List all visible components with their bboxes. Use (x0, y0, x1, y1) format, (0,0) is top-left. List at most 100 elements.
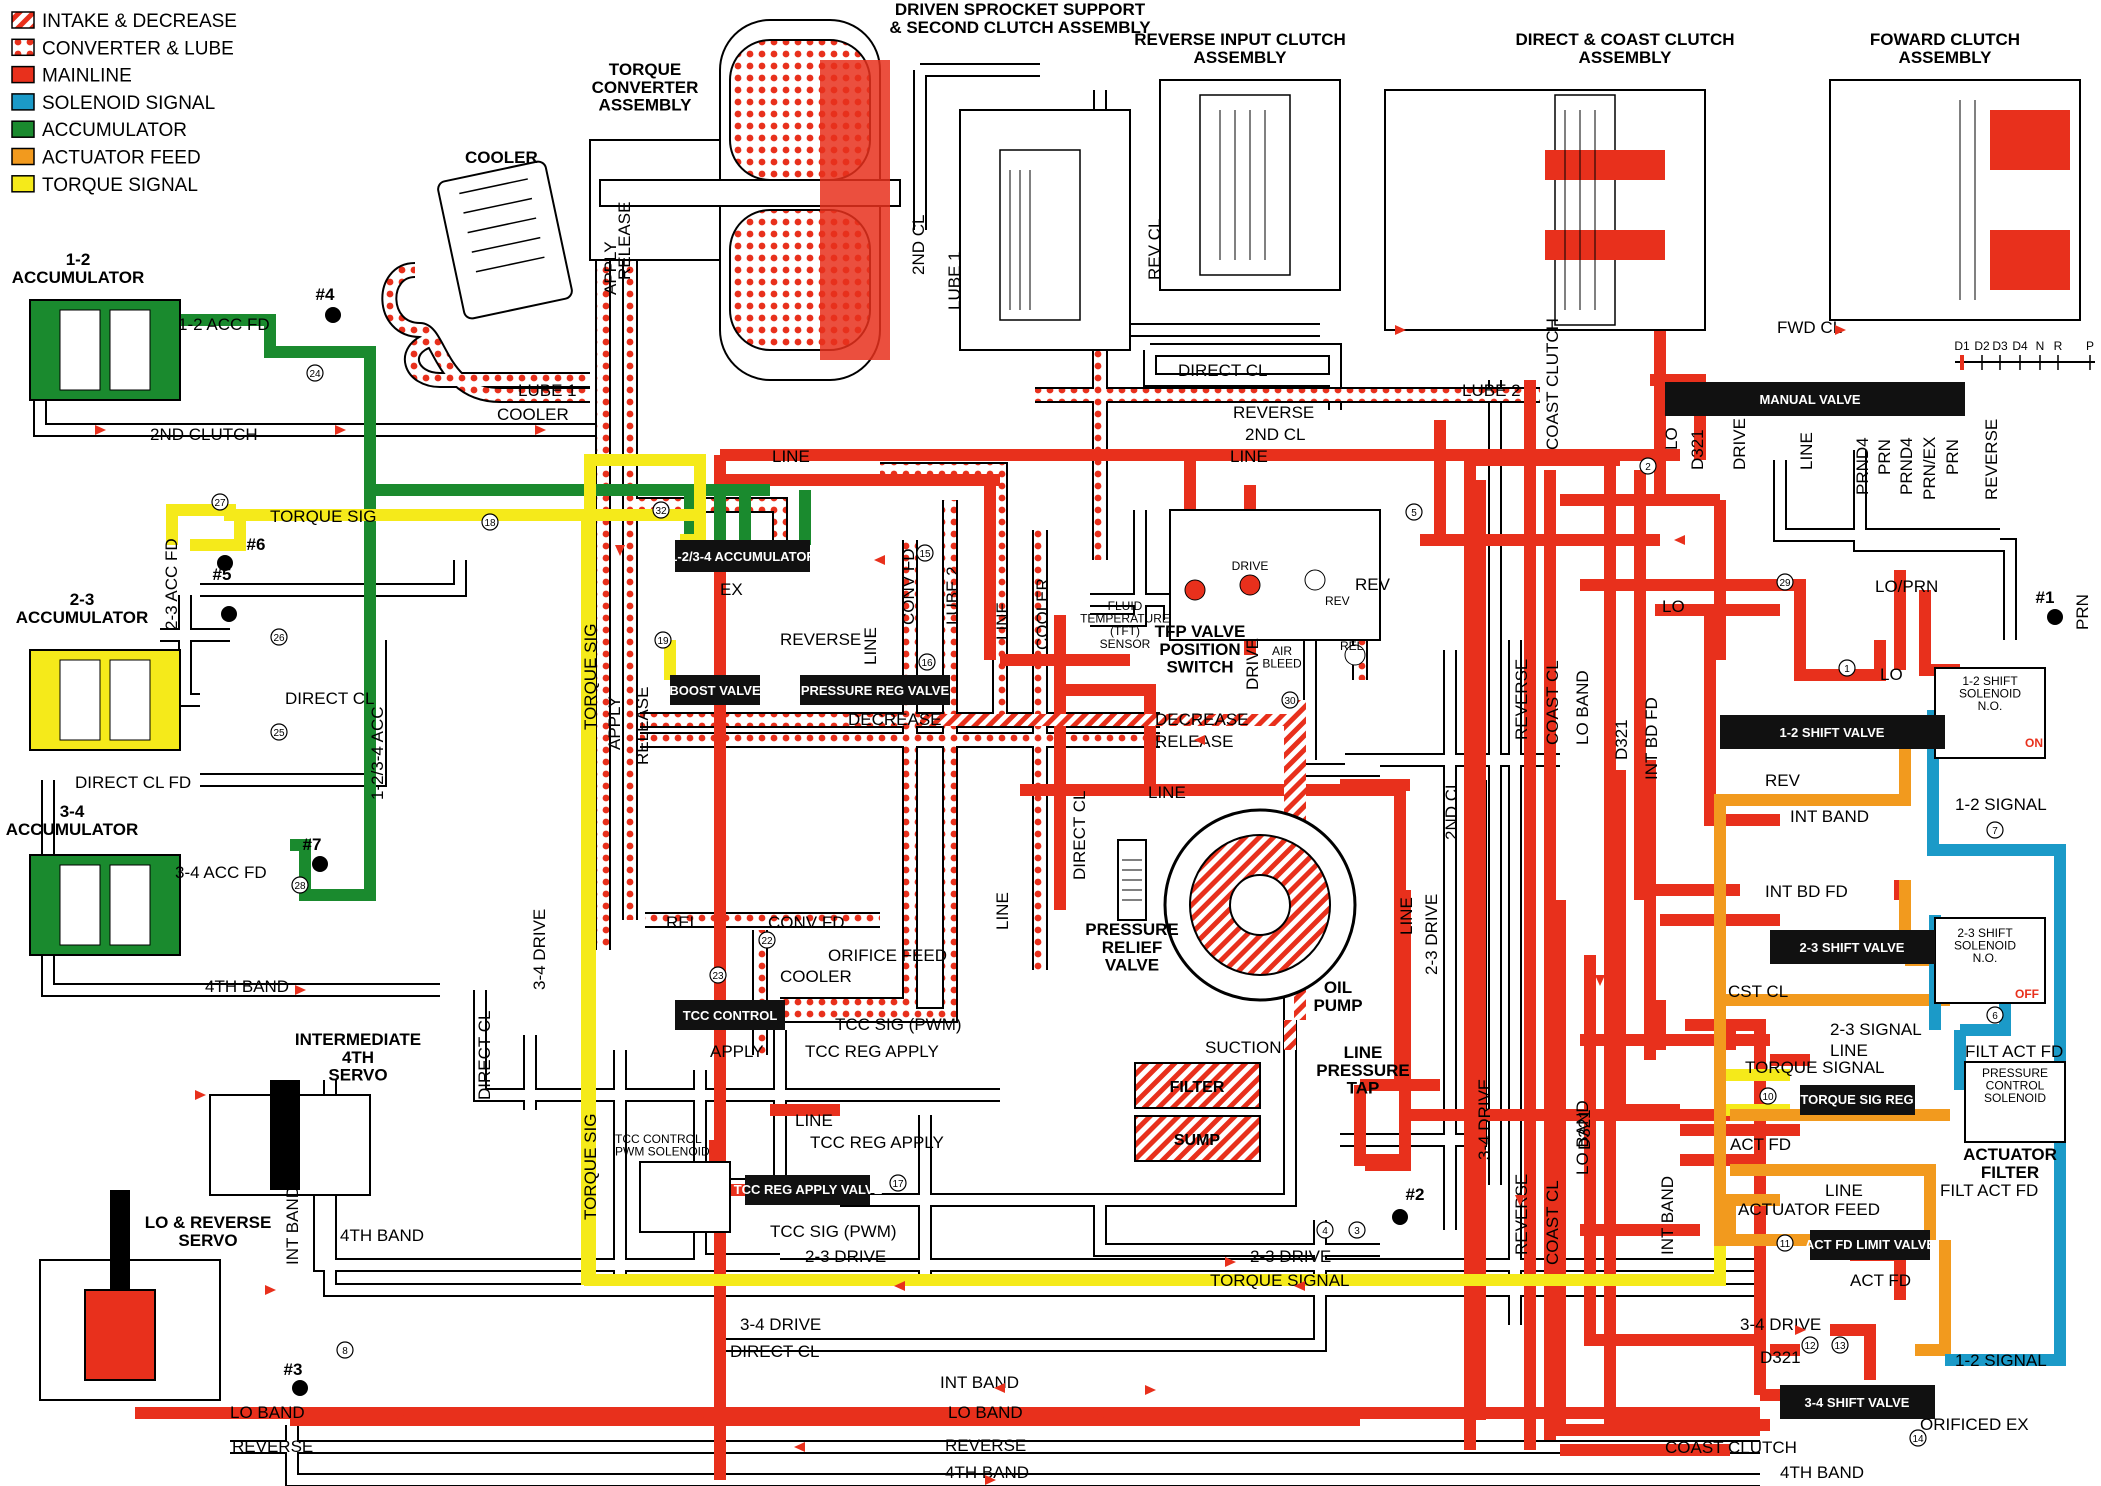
flow-arrow (694, 1408, 705, 1418)
vlbl-line-a: LINE (993, 602, 1012, 640)
orifice-number: 22 (761, 936, 773, 947)
lbl-reverse-top: REVERSE (1233, 403, 1314, 422)
flow-arrow (1674, 535, 1685, 545)
lbl-line-tcc: LINE (795, 1111, 833, 1130)
orifice: 13 (1831, 1336, 1849, 1354)
orifice-number: 15 (919, 549, 931, 560)
vlbl-coast-clutch: COAST CLUTCH (1543, 318, 1562, 450)
manual-position-d1: D1 (1954, 339, 1970, 353)
vlbl-cooler: COOLER (1033, 578, 1052, 650)
checkball: #1 (2036, 588, 2063, 625)
tfp-valve-position-switch (1169, 509, 1381, 666)
vlbl-drive-m: DRIVE (1730, 418, 1749, 470)
converter-lube-fill (383, 150, 1540, 1055)
orifice-number: 6 (1992, 1011, 1998, 1022)
orifice: 17 (889, 1174, 907, 1192)
lbl-tcc-sig-b: TCC SIG (PWM) (770, 1222, 897, 1241)
lbl-cooler: COOLER (497, 405, 569, 424)
orifice-number: 12 (1804, 1341, 1816, 1352)
orifice: 14 (1909, 1429, 1927, 1447)
vlbl-d321: D321 (1612, 719, 1631, 760)
lbl-acc12-fd: 1-2 ACC FD (178, 315, 270, 334)
lbl-reverse-mid: REVERSE (780, 630, 861, 649)
flow-arrow (1795, 1325, 1806, 1335)
legend-item: INTAKE & DECREASE (11, 11, 237, 32)
orifice: 6 (1986, 1006, 2004, 1024)
valve-act-fd-limit: ACT FD LIMIT VALVE (1805, 1237, 1936, 1252)
vlbl-coast-cl-b: COAST CL (1543, 1180, 1562, 1265)
legend-swatch (11, 38, 35, 57)
lbl-lo: LO (1662, 597, 1685, 616)
legend-swatch (11, 120, 35, 138)
orifice-number: 14 (1912, 1434, 1924, 1445)
flow-arrow (535, 425, 546, 435)
lbl-actuator-feed: ACTUATOR FEED (1738, 1200, 1880, 1219)
orifice: 15 (916, 544, 934, 562)
valve-bodies (670, 382, 1965, 1419)
vlbl-lube1: LUBE 1 (945, 251, 964, 310)
lbl-tcc-reg-apply-b: TCC REG APPLY (810, 1133, 944, 1152)
manual-position-d2: D2 (1974, 339, 1990, 353)
mainline-lines (135, 320, 1960, 1480)
label-sump: SUMP (1174, 1132, 1221, 1149)
accumulator-1-2 (29, 299, 181, 401)
lbl-release-r: RELEASE (1155, 732, 1233, 751)
checkballs: #1#2#3#4#5#6#7 (213, 285, 2063, 1396)
vlbl-release-b: RELEASE (633, 687, 652, 765)
lbl-signal12: 1-2 SIGNAL (1955, 795, 2047, 814)
accumulator-2-3 (29, 649, 181, 751)
legend-item: CONVERTER & LUBE (11, 38, 234, 59)
lbl-drive23-b: 2-3 DRIVE (1250, 1247, 1331, 1266)
lbl-act-fd-b: ACT FD (1850, 1271, 1911, 1290)
orifice-number: 4 (1322, 1226, 1328, 1237)
lbl-conv-fd: CONV FD (768, 913, 845, 932)
checkball-label: #2 (1406, 1185, 1425, 1204)
lbl-int-band-r: INT BAND (1790, 807, 1869, 826)
manual-position-n: N (2036, 339, 2045, 353)
valve-torque-sig-reg: TORQUE SIG REG (1800, 1092, 1913, 1107)
flow-arrow (894, 1281, 905, 1291)
vlbl-2nd-cl: 2ND CL (909, 215, 928, 275)
vlbl-drive23: 2-3 DRIVE (1422, 894, 1441, 975)
vlbl-reverse-b: REVERSE (1512, 1174, 1531, 1255)
oil-pump (1163, 808, 1357, 1002)
lbl-d321: D321 (1760, 1348, 1801, 1367)
orifice: 26 (270, 628, 288, 646)
flow-arrow (985, 1475, 996, 1485)
flow-arrow (1635, 754, 1645, 765)
flow-arrow (1145, 1385, 1156, 1395)
orifice-number: 23 (712, 971, 724, 982)
checkball: #3 (284, 1360, 308, 1396)
flow-arrow (335, 425, 346, 435)
lo-reverse-servo (39, 1190, 221, 1401)
orifice: 7 (1986, 821, 2004, 839)
valve-boost: BOOST VALVE (669, 683, 761, 698)
flow-arrow (1515, 1195, 1525, 1206)
manual-position-d3: D3 (1992, 339, 2008, 353)
lbl-line-r: LINE (1830, 1041, 1868, 1060)
orifice: 11 (1776, 1234, 1794, 1252)
flow-arrow (394, 1415, 405, 1425)
checkball-label: #7 (303, 835, 322, 854)
lbl-fwd-cl: FWD CL (1777, 318, 1842, 337)
reverse-input-clutch-assembly (1159, 79, 1341, 291)
orifice-number: 2 (1645, 462, 1651, 473)
manual-position-p: P (2086, 339, 2094, 353)
vlbl-drive: DRIVE (1243, 638, 1262, 690)
orifice: 24 (306, 364, 324, 382)
manual-position-r: R (2054, 339, 2063, 353)
valve-pressure-reg: PRESSURE REG VALVE (801, 683, 950, 698)
orifice-number: 1 (1844, 664, 1850, 675)
lbl-signal12-b: 1-2 SIGNAL (1955, 1351, 2047, 1370)
forward-clutch-assembly (1829, 79, 2081, 321)
lbl-orificed-ex: ORIFICED EX (1920, 1415, 2029, 1434)
